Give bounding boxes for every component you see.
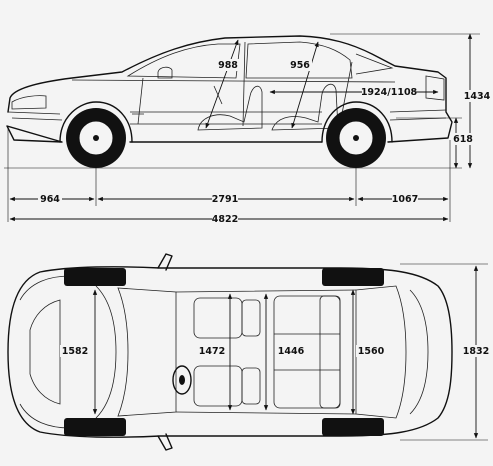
front-shoulder-label: 1472 — [199, 346, 225, 357]
height-label: 1434 — [464, 91, 491, 102]
top-rear-right-wheel — [322, 418, 384, 436]
side-headlight — [11, 95, 47, 110]
front-track-label: 1582 — [62, 346, 88, 357]
top-front-right-wheel — [64, 418, 126, 436]
side-view: 988 956 1924/1108 1434 618 964 2791 1067… — [4, 33, 492, 225]
front-headroom-arrow — [205, 39, 239, 129]
top-view: 1582 1472 1446 1560 1832 — [7, 253, 491, 451]
top-mirror-right — [157, 433, 173, 451]
side-taillight — [425, 75, 445, 101]
ground-clearance-label: 618 — [453, 134, 473, 145]
top-rear-left-wheel — [322, 268, 384, 286]
side-mirror — [157, 66, 173, 79]
top-rear-window — [355, 285, 407, 419]
wheelbase-label: 2791 — [212, 194, 238, 205]
front-headroom-label: 988 — [218, 60, 238, 71]
cargo-length-label: 1924/1108 — [361, 87, 418, 98]
side-front-wheel — [66, 108, 126, 168]
side-rear-wheel — [326, 108, 386, 168]
rear-track-label: 1560 — [358, 346, 385, 357]
top-front-left-wheel — [64, 268, 126, 286]
front-overhang-label: 964 — [40, 194, 60, 205]
top-seats — [193, 295, 341, 409]
rear-overhang-label: 1067 — [392, 194, 418, 205]
overall-width-label: 1832 — [463, 346, 489, 357]
side-body-outline — [6, 35, 453, 143]
top-steering-wheel — [172, 365, 192, 395]
top-mirror-left — [157, 253, 173, 271]
top-windshield — [117, 287, 177, 417]
rear-shoulder-label: 1446 — [278, 346, 305, 357]
rear-headroom-label: 956 — [290, 60, 310, 71]
rear-headroom-arrow — [291, 41, 319, 129]
overall-length-label: 4822 — [212, 214, 238, 225]
